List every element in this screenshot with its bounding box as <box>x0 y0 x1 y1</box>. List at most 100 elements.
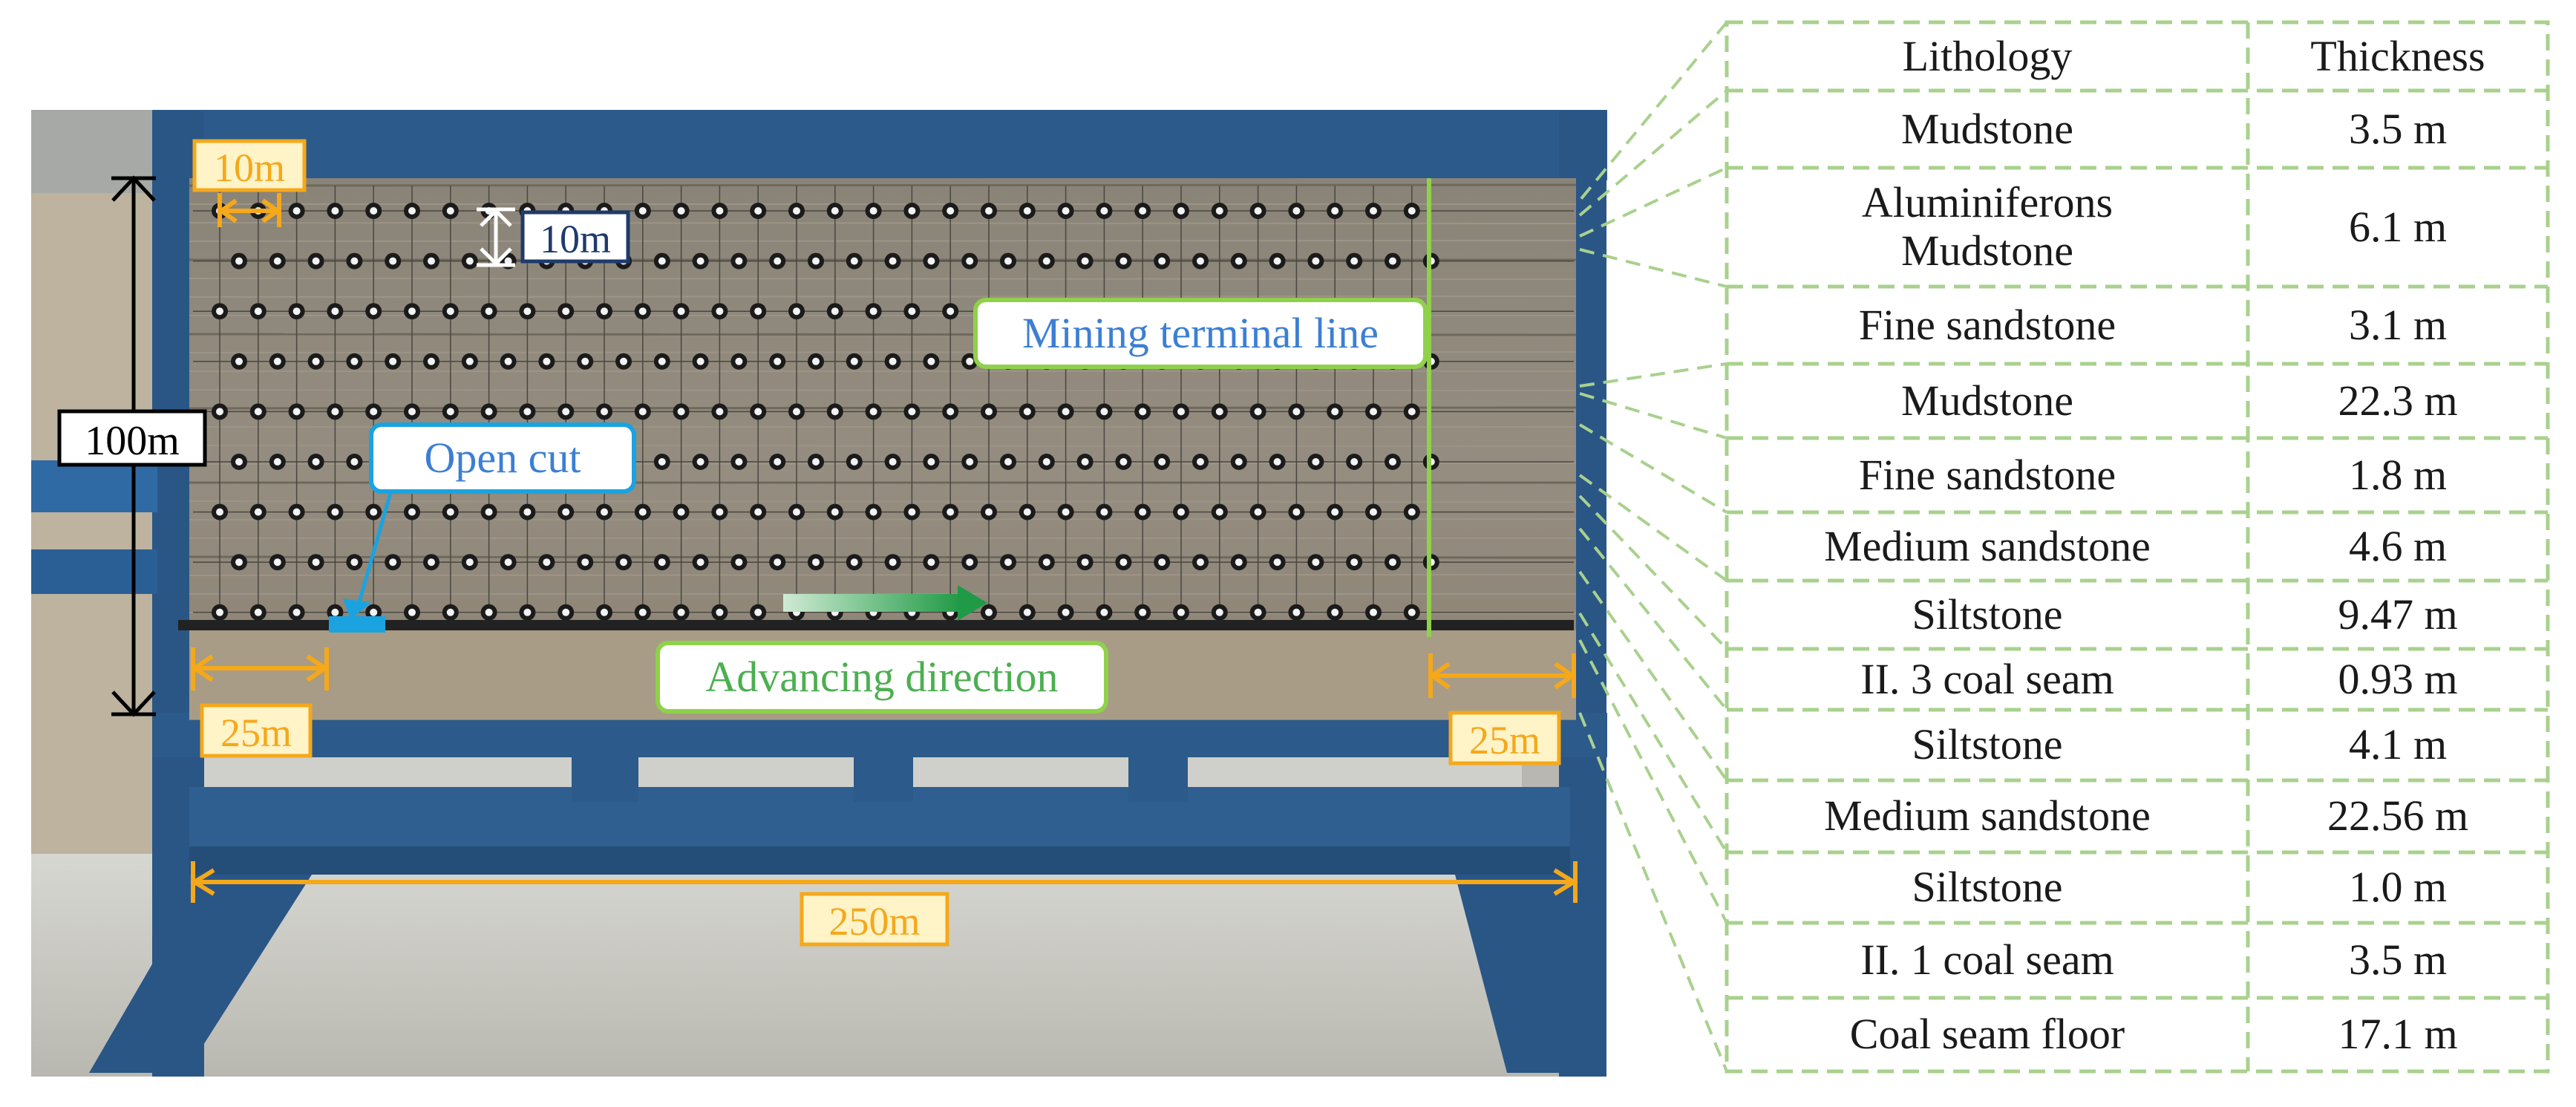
marker-dot <box>754 307 762 316</box>
table-cell-thickness: 1.0 m <box>2348 863 2448 912</box>
grid-vertical-label: 10m <box>540 217 611 261</box>
marker-dot <box>562 408 570 416</box>
marker-dot <box>312 357 320 365</box>
marker-dot <box>1350 558 1359 566</box>
marker-dot <box>754 508 762 516</box>
connector-line <box>1578 570 1728 782</box>
marker-dot <box>1158 458 1166 466</box>
marker-dot <box>1023 508 1031 516</box>
grid-vertical-label-box <box>520 210 630 264</box>
marker-dot <box>235 558 243 566</box>
marker-dot <box>1158 257 1166 265</box>
stratum-line <box>189 555 1577 559</box>
advancing-label: Advancing direction <box>705 653 1058 701</box>
marker-dot <box>1408 608 1416 616</box>
marker-dot <box>812 558 820 566</box>
stratum-line <box>189 518 1577 520</box>
marker-dot <box>735 357 743 365</box>
marker-dot <box>292 207 301 215</box>
marker-dot <box>638 207 647 215</box>
marker-dot <box>716 608 724 616</box>
marker-dot <box>1042 458 1050 466</box>
marker-dot <box>1100 207 1108 215</box>
marker-dot <box>1312 558 1320 566</box>
marker-dot <box>869 307 877 316</box>
marker-dot <box>216 508 223 516</box>
marker-dot <box>754 408 762 416</box>
marker-dot <box>1235 458 1243 466</box>
marker-dot <box>908 207 916 215</box>
marker-dot <box>966 458 974 466</box>
marker-dot <box>1292 508 1301 516</box>
marker-dot <box>889 558 897 566</box>
table-cell-thickness: 9.47 m <box>2338 590 2458 639</box>
marker-dot <box>735 458 743 466</box>
connector-line <box>1579 248 1727 288</box>
table-cell-lithology: II. 3 coal seam <box>1860 654 2114 703</box>
marker-dot <box>465 257 474 265</box>
open-cut-label: Open cut <box>425 434 581 482</box>
length-label: 250m <box>828 899 920 944</box>
marker-dot <box>1081 257 1089 265</box>
marker-dot <box>774 458 782 466</box>
marker-dot <box>523 508 532 516</box>
marker-dot <box>966 257 974 265</box>
marker-dot <box>273 257 281 265</box>
marker-dot <box>793 508 800 516</box>
marker-dot <box>716 508 724 516</box>
left-boundary-label: 25m <box>220 711 292 755</box>
marker-dot <box>408 408 416 416</box>
marker-dot <box>350 558 359 566</box>
marker-dot <box>235 458 243 466</box>
length-label-box <box>800 892 949 947</box>
marker-dot <box>216 408 223 416</box>
connector-line <box>1579 362 1727 388</box>
marker-dot <box>562 508 570 516</box>
marker-dot <box>677 608 685 616</box>
stratum-line <box>189 278 1577 280</box>
marker-dot <box>985 408 993 416</box>
height-label: 100m <box>85 418 180 464</box>
marker-dot <box>504 558 512 566</box>
marker-dot <box>927 558 935 566</box>
marker-dot <box>1254 608 1262 616</box>
marker-dot <box>677 508 685 516</box>
marker-dot <box>292 408 301 416</box>
marker-dot <box>1370 508 1377 516</box>
marker-dot <box>638 408 647 416</box>
marker-dot <box>428 257 435 265</box>
marker-dot <box>793 408 800 416</box>
marker-dot <box>735 558 743 566</box>
marker-dot <box>543 558 551 566</box>
marker-dot <box>754 608 762 616</box>
marker-dot <box>850 458 858 466</box>
marker-dot <box>485 307 493 316</box>
stratum-line <box>189 183 1577 187</box>
marker-dot <box>908 307 916 316</box>
marker-dot <box>1235 257 1243 265</box>
marker-dot <box>716 307 724 316</box>
table-cell-thickness: 1.8 m <box>2348 450 2448 499</box>
connector-line <box>1578 494 1728 650</box>
marker-dot <box>331 408 339 416</box>
marker-dot <box>1254 207 1262 215</box>
marker-dot <box>677 408 685 416</box>
marker-dot <box>947 408 955 416</box>
marker-dot <box>1004 257 1012 265</box>
table-cell-lithology: Fine sandstone <box>1858 300 2116 349</box>
marker-dot <box>1408 408 1416 416</box>
marker-dot <box>774 558 782 566</box>
marker-dot <box>1119 257 1128 265</box>
table-cell-lithology: Aluminiferons Mudstone <box>1861 178 2114 275</box>
table-cell-lithology: Siltstone <box>1912 720 2063 769</box>
marker-dot <box>1273 458 1281 466</box>
marker-dot <box>1370 408 1377 416</box>
marker-dot <box>312 558 320 566</box>
marker-dot <box>908 408 916 416</box>
marker-dot <box>1254 508 1262 516</box>
connector-line <box>1578 712 1728 1072</box>
table-cell-thickness: 3.1 m <box>2348 300 2448 349</box>
marker-dot <box>446 508 454 516</box>
marker-dot <box>1177 408 1185 416</box>
marker-dot <box>696 558 705 566</box>
